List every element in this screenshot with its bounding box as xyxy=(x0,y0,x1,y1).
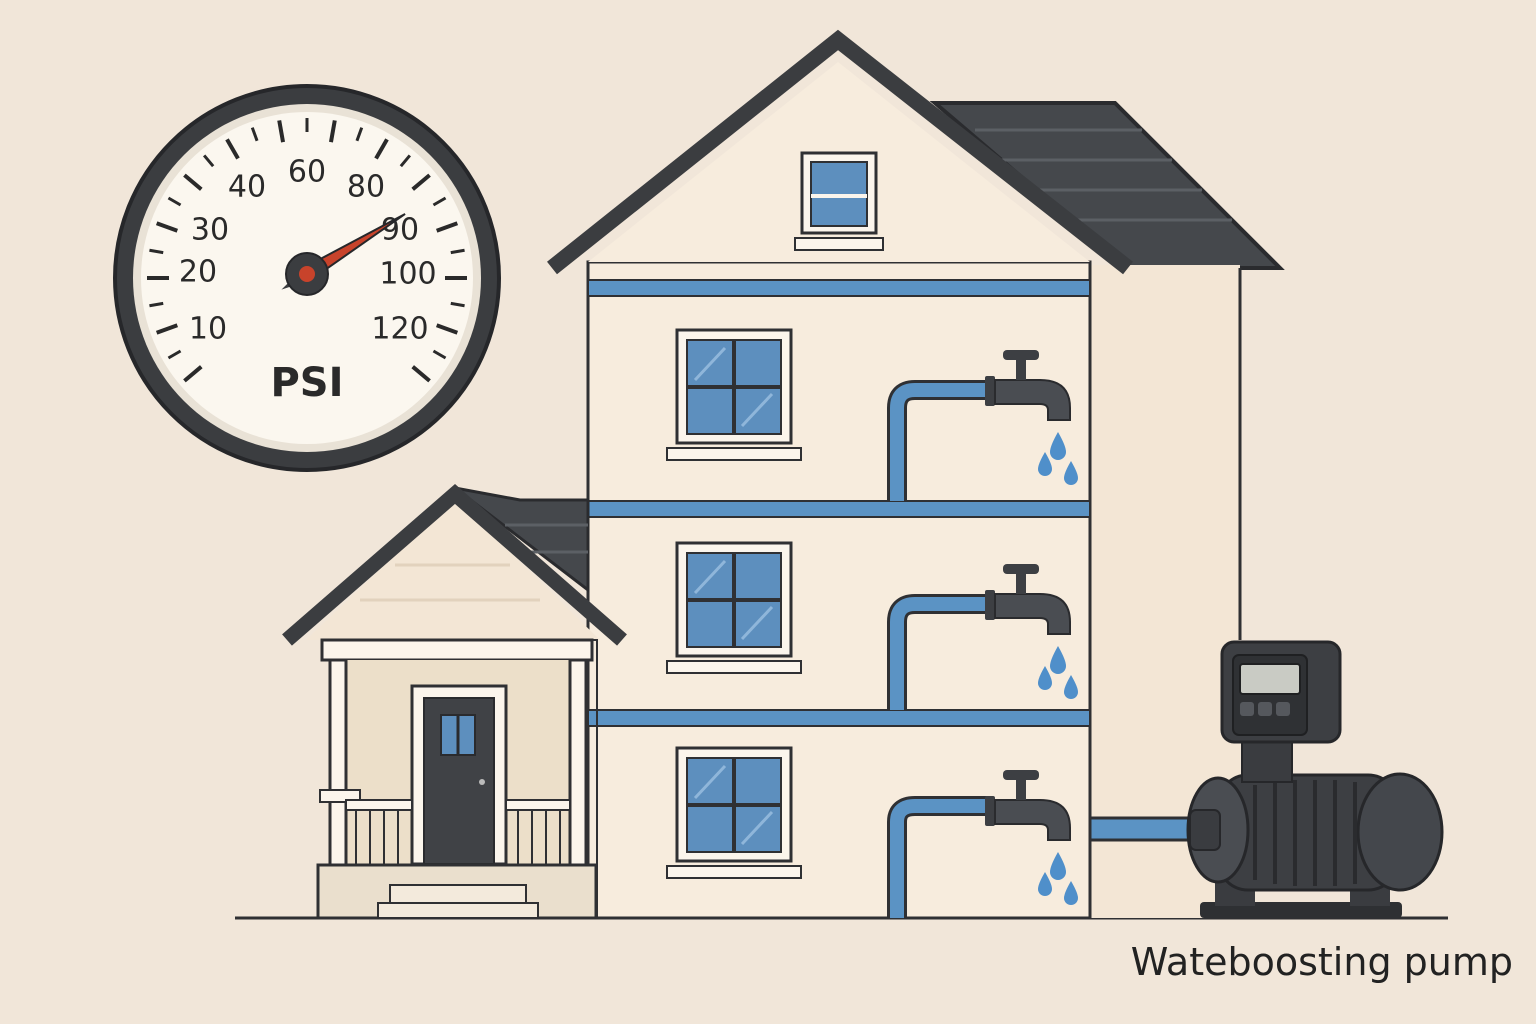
gauge-ticks xyxy=(147,118,467,383)
gauge-tick xyxy=(399,154,411,168)
window-floor-1 xyxy=(666,746,802,879)
pump-caption: Wateboosting pump xyxy=(1131,940,1513,984)
gauge-tick xyxy=(328,120,337,143)
gauge-tick xyxy=(167,196,182,207)
faucet-pipe-floor-1 xyxy=(887,796,990,918)
gauge-scale-label: 60 xyxy=(288,155,326,190)
control-box-icon xyxy=(1220,640,1342,744)
gauge-tick xyxy=(167,349,182,360)
water-drop-icon xyxy=(1038,432,1078,485)
window-floor-3 xyxy=(666,328,802,461)
gauge-tick xyxy=(450,301,465,308)
faucet-icon xyxy=(985,350,1071,421)
faucet-icon xyxy=(985,770,1071,841)
gauge-tick xyxy=(435,221,459,233)
main-building xyxy=(547,29,1285,920)
gauge-scale-label: 30 xyxy=(191,213,229,248)
small-house xyxy=(282,484,627,920)
water-drop-icon xyxy=(1038,646,1078,699)
gauge-unit-label: PSI xyxy=(270,360,343,406)
gauge-tick xyxy=(155,221,179,233)
gauge-tick xyxy=(411,173,431,191)
window-floor-2 xyxy=(666,541,802,674)
gauge-tick xyxy=(435,323,459,335)
water-drop-icon xyxy=(1038,852,1078,905)
supply-pipe xyxy=(1088,816,1196,842)
gauge-hub-center xyxy=(299,266,315,282)
gauge-tick xyxy=(203,154,215,168)
booster-pump-icon xyxy=(1088,739,1444,918)
gauge-tick xyxy=(277,120,286,143)
gauge-tick xyxy=(149,248,164,255)
gauge-tick xyxy=(183,365,203,383)
gauge-scale-label: 80 xyxy=(347,170,385,205)
gauge-tick xyxy=(411,365,431,383)
gauge-tick xyxy=(183,173,203,191)
gauge-tick xyxy=(155,323,179,335)
main-roof xyxy=(547,29,1133,275)
gauge-tick xyxy=(374,138,389,160)
faucet-icon xyxy=(985,564,1071,635)
attic-window xyxy=(794,151,884,251)
gauge-tick xyxy=(225,138,240,160)
faucet-pipe-floor-3 xyxy=(887,380,990,501)
pipe-band-1 xyxy=(587,709,1091,727)
lcd-display xyxy=(1239,663,1301,695)
gauge-scale-label: 10 xyxy=(189,312,227,347)
gauge-tick xyxy=(250,127,259,142)
pipe-band-2 xyxy=(587,500,1091,518)
gauge-tick xyxy=(149,301,164,308)
gauge-tick xyxy=(432,196,447,207)
gauge-tick xyxy=(432,349,447,360)
gauge-scale-label: 120 xyxy=(371,312,428,347)
gauge-scale-label: 20 xyxy=(179,255,217,290)
gauge-scale-label: 100 xyxy=(379,257,436,292)
gauge-tick xyxy=(355,127,364,142)
gauge-scale-label: 40 xyxy=(228,170,266,205)
gauge-tick xyxy=(450,248,465,255)
faucet-pipe-floor-2 xyxy=(887,594,990,710)
pipe-band-top xyxy=(587,279,1091,297)
